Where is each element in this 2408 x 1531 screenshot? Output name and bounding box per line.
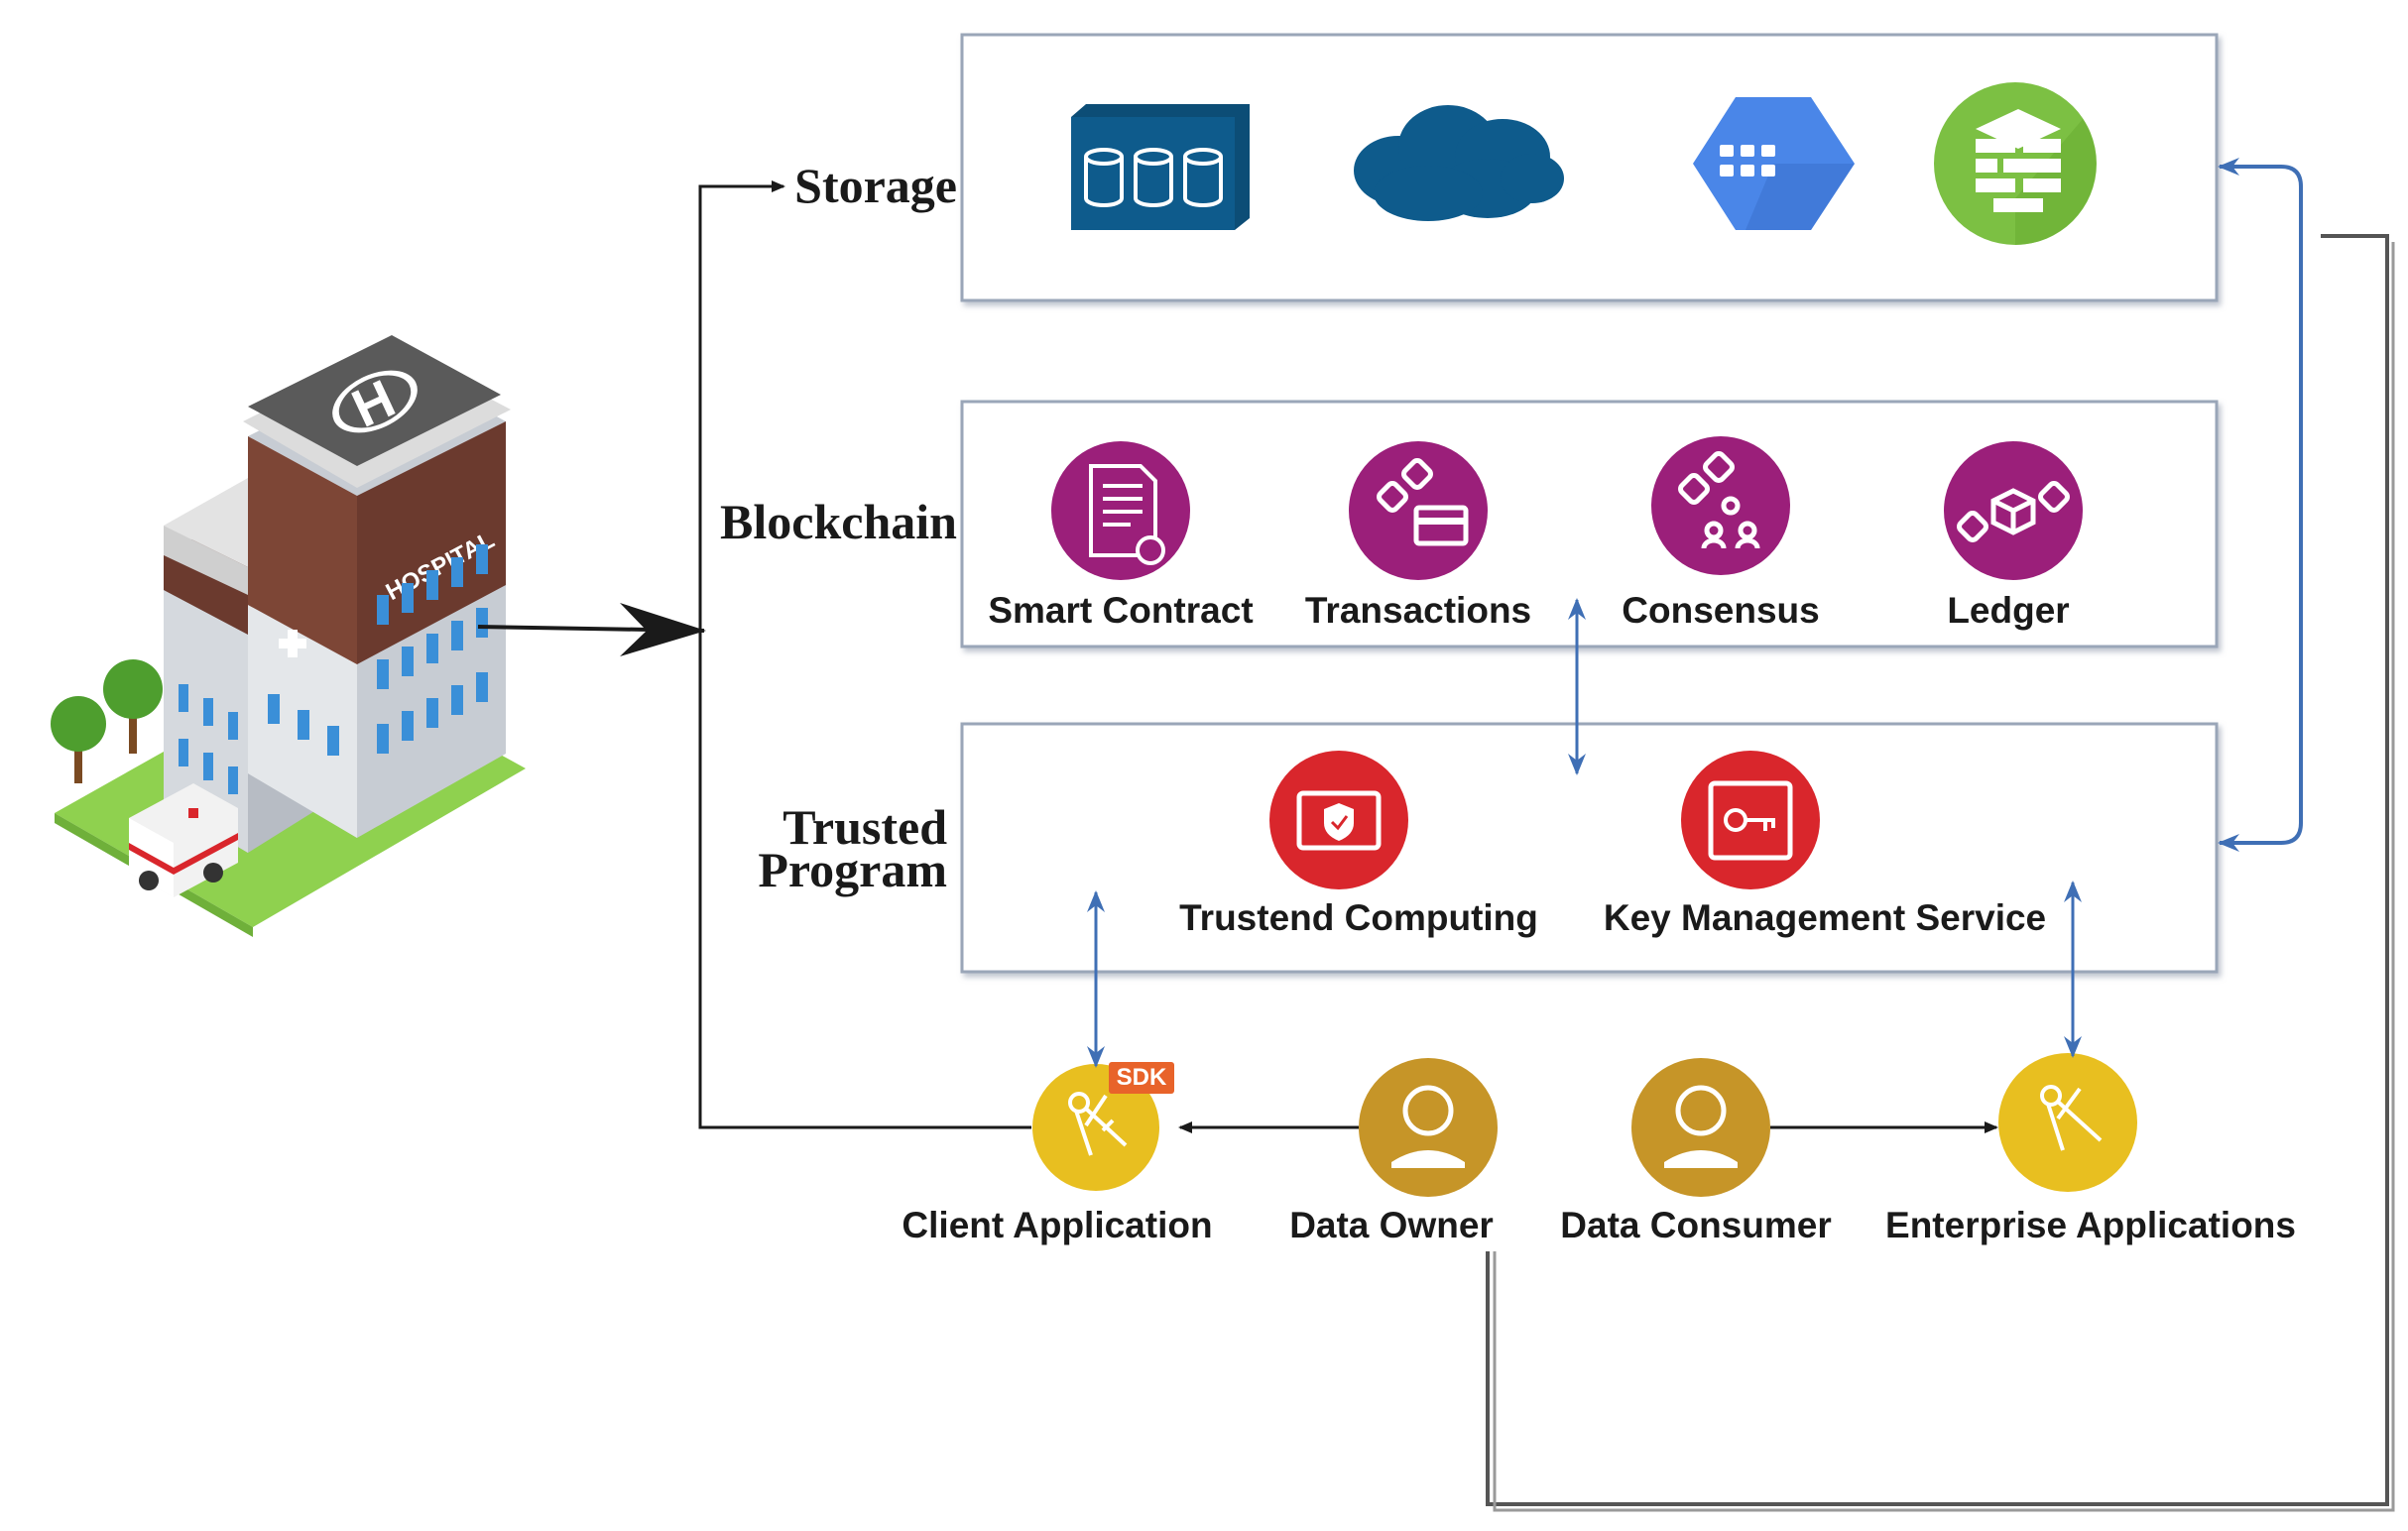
cloud-icon (1354, 105, 1564, 221)
smart-contract-label: Smart Contract (988, 590, 1254, 631)
client-application-label: Client Application (902, 1205, 1213, 1245)
firewall-storage-icon (1934, 82, 2097, 245)
ledger-label: Ledger (1947, 590, 2070, 631)
database-server-icon (1071, 104, 1250, 230)
trusted-layer-title-line2: Program (758, 842, 947, 897)
trusted-layer-box (960, 722, 2219, 974)
client-application-icon (1032, 1064, 1159, 1191)
data-owner-icon (1359, 1058, 1498, 1197)
transactions-label: Transactions (1304, 590, 1532, 631)
data-owner-label: Data Owner (1289, 1205, 1494, 1245)
data-consumer-label: Data Consumer (1560, 1205, 1832, 1245)
trusted-computing-icon (1269, 751, 1408, 889)
trusted-computing-label: Trustend Computing (1179, 897, 1538, 938)
storage-layer-title: Storage (794, 158, 957, 213)
hospital-arrowhead (620, 603, 706, 656)
transactions-icon (1349, 441, 1488, 580)
key-management-icon (1681, 751, 1820, 889)
storage-trusted-arrow (2218, 158, 2303, 852)
sdk-badge: SDK (1109, 1062, 1174, 1094)
enterprise-applications-icon (1998, 1053, 2137, 1192)
hospital-building-icon: H HOSPITAL (51, 335, 526, 937)
enterprise-applications-label: Enterprise Applications (1885, 1205, 2296, 1245)
owner-to-storage-line (698, 180, 1031, 1129)
consensus-label: Consensus (1622, 590, 1820, 631)
hexagon-storage-icon (1693, 97, 1855, 230)
consensus-icon (1651, 436, 1790, 575)
smart-contract-icon (1051, 441, 1190, 580)
key-management-label: Key Management Service (1603, 897, 2047, 938)
owner-consumer-loop-line (1486, 234, 2389, 1506)
blockchain-layer-title: Blockchain (720, 494, 957, 549)
trusted-layer-title-line1: Trusted (783, 799, 947, 855)
data-consumer-icon (1631, 1058, 1770, 1197)
ledger-icon (1944, 441, 2083, 580)
